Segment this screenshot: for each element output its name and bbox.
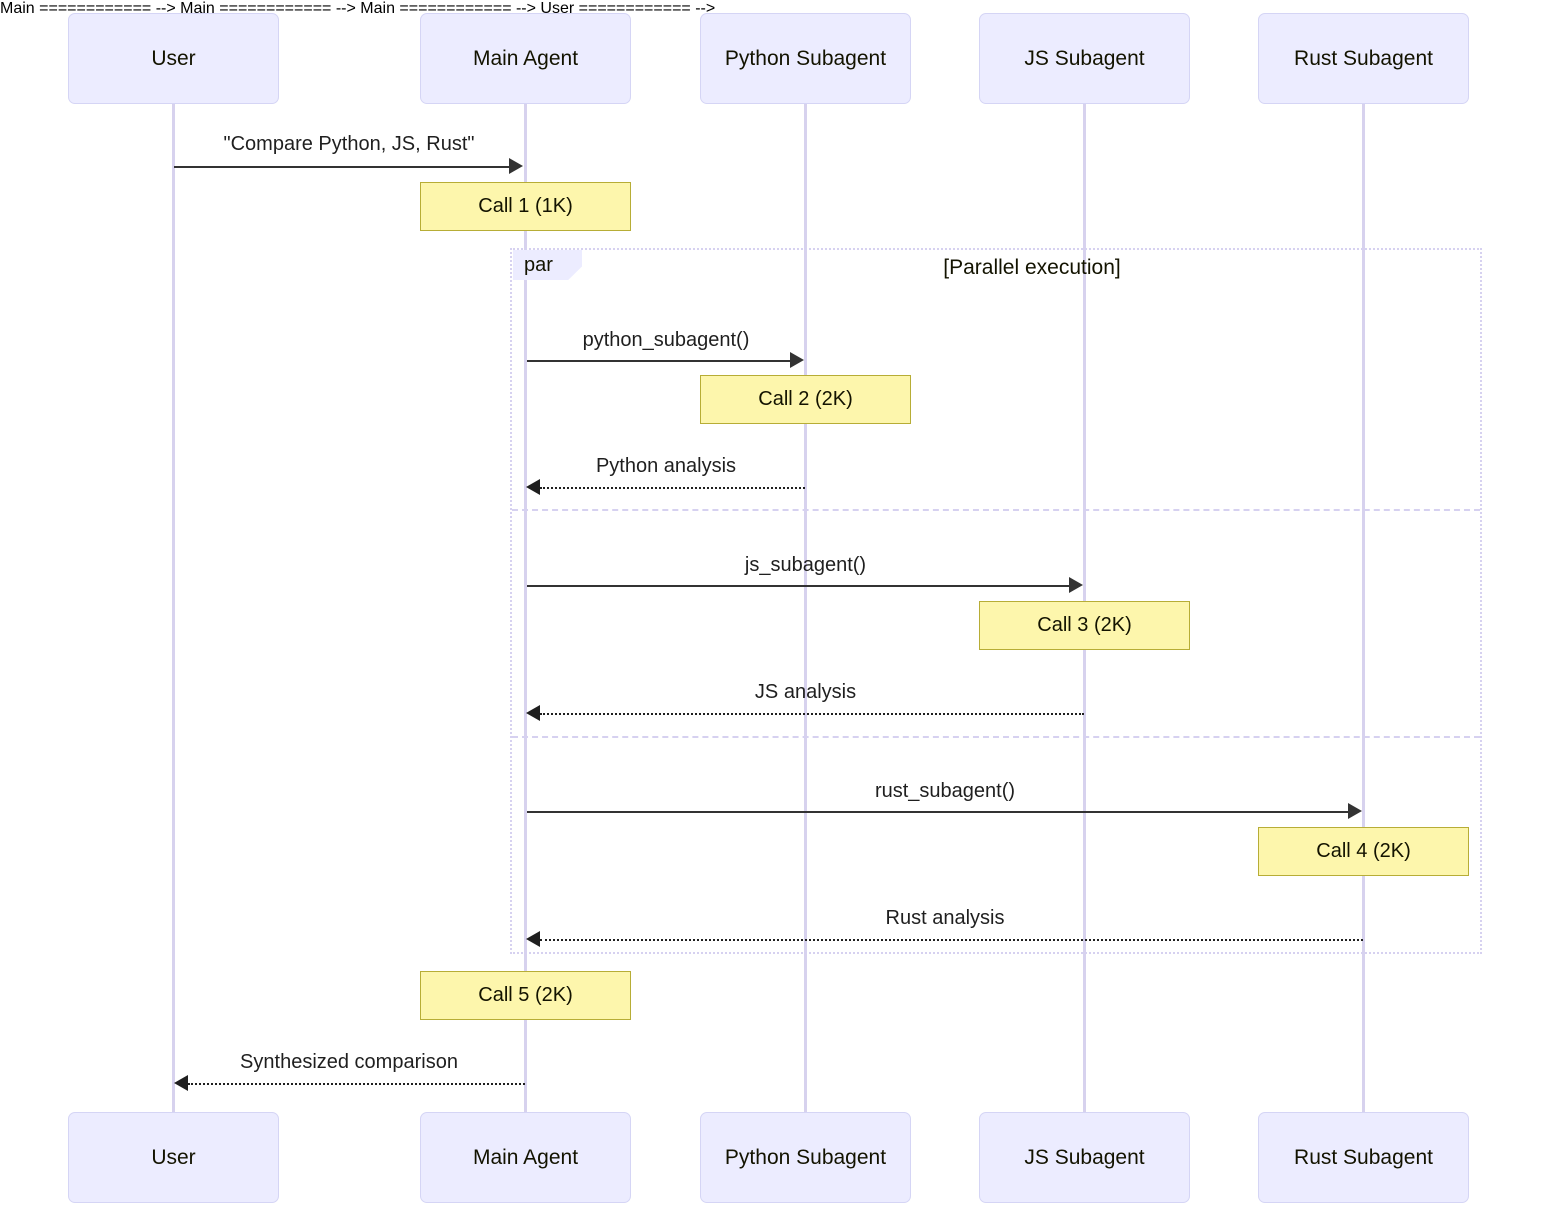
note-call-5: Call 5 (2K): [420, 971, 631, 1020]
par-fragment-keyword: par: [513, 250, 582, 280]
message-line-js-analysis: [540, 713, 1084, 715]
note-call-3: Call 3 (2K): [979, 601, 1190, 650]
par-fragment-condition: [Parallel execution]: [943, 256, 1121, 279]
participant-label: User: [151, 46, 196, 70]
par-fragment-frame: [510, 248, 1482, 954]
arrow-head-icon: [526, 705, 540, 721]
message-label-rust-subagent-call: rust_subagent(): [874, 780, 1016, 802]
arrow-head-icon: [790, 352, 804, 368]
message-line-rust-analysis: [540, 939, 1363, 941]
note-label: Call 3 (2K): [1037, 614, 1132, 636]
par-section-divider-1: [512, 509, 1480, 511]
participant-box-user-bottom[interactable]: User: [68, 1112, 279, 1203]
participant-box-js-subagent-top[interactable]: JS Subagent: [979, 13, 1190, 104]
note-call-2: Call 2 (2K): [700, 375, 911, 424]
participant-label: Python Subagent: [724, 1145, 887, 1169]
message-line-python-subagent-call: [527, 360, 792, 362]
participant-box-main-agent-bottom[interactable]: Main Agent: [420, 1112, 631, 1203]
arrow-head-icon: [174, 1075, 188, 1091]
par-keyword-label: par: [524, 253, 553, 276]
note-label: Call 2 (2K): [758, 388, 853, 410]
message-label-rust-analysis: Rust analysis: [885, 907, 1005, 929]
lifeline-python-subagent: [804, 104, 807, 1112]
message-line-python-analysis: [540, 487, 805, 489]
message-label-python-subagent-call: python_subagent(): [582, 329, 750, 351]
note-label: Call 4 (2K): [1316, 840, 1411, 862]
participant-label: Rust Subagent: [1294, 46, 1433, 70]
lifeline-user: [172, 104, 175, 1112]
message-label-js-subagent-call: js_subagent(): [744, 554, 867, 576]
arrow-head-icon: [1348, 803, 1362, 819]
note-call-1: Call 1 (1K): [420, 182, 631, 231]
note-label: Call 5 (2K): [478, 984, 573, 1006]
participant-box-rust-subagent-bottom[interactable]: Rust Subagent: [1258, 1112, 1469, 1203]
participant-label: Main Agent: [472, 46, 579, 70]
participant-label: Python Subagent: [724, 46, 887, 70]
message-line-js-subagent-call: [527, 585, 1071, 587]
participant-box-main-agent-top[interactable]: Main Agent: [420, 13, 631, 104]
par-section-divider-2: [512, 736, 1480, 738]
participant-box-python-subagent-top[interactable]: Python Subagent: [700, 13, 911, 104]
participant-box-rust-subagent-top[interactable]: Rust Subagent: [1258, 13, 1469, 104]
arrow-head-icon: [1069, 577, 1083, 593]
participant-box-python-subagent-bottom[interactable]: Python Subagent: [700, 1112, 911, 1203]
lifeline-rust-subagent: [1362, 104, 1365, 1112]
participant-box-user-top[interactable]: User: [68, 13, 279, 104]
arrow-head-icon: [526, 931, 540, 947]
lifeline-main-agent: [524, 104, 527, 1112]
note-label: Call 1 (1K): [478, 195, 573, 217]
participant-label: JS Subagent: [1024, 46, 1145, 70]
participant-label: Main Agent: [472, 1145, 579, 1169]
note-call-4: Call 4 (2K): [1258, 827, 1469, 876]
participant-label: User: [151, 1145, 196, 1169]
message-label-python-analysis: Python analysis: [595, 455, 737, 477]
participant-box-js-subagent-bottom[interactable]: JS Subagent: [979, 1112, 1190, 1203]
participant-label: JS Subagent: [1024, 1145, 1145, 1169]
message-line-compare-request: [174, 166, 511, 168]
participant-label: Rust Subagent: [1294, 1145, 1433, 1169]
message-label-js-analysis: JS analysis: [754, 681, 857, 703]
arrow-head-icon: [526, 479, 540, 495]
message-line-rust-subagent-call: [527, 811, 1350, 813]
arrow-head-icon: [509, 158, 523, 174]
message-label-compare-request: "Compare Python, JS, Rust": [223, 133, 475, 155]
message-label-synthesized-comparison: Synthesized comparison: [240, 1051, 458, 1073]
message-line-synthesized-comparison: [188, 1083, 525, 1085]
